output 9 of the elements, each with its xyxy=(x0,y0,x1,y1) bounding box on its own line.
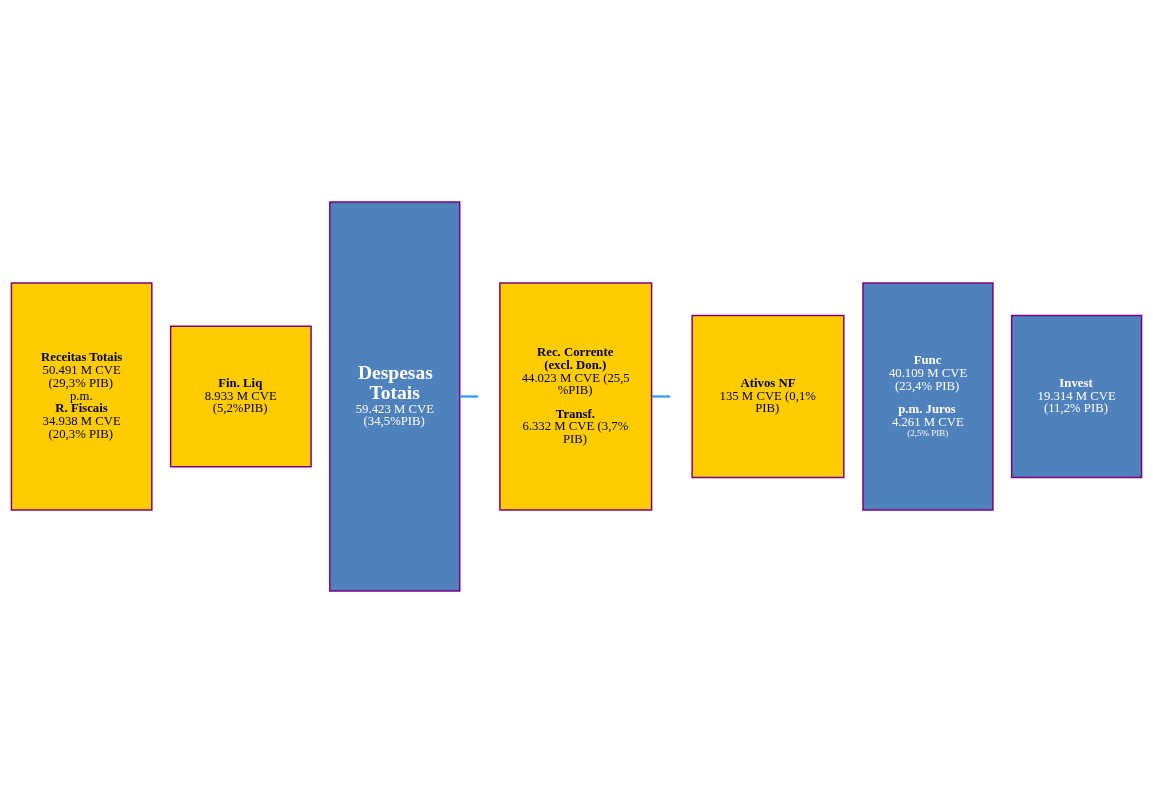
node-box: Ativos NF 135 M CVE (0,1% PIB) xyxy=(691,314,845,478)
node-box: Func 40.109 M CVE (23,4% PIB) p.m. Juros 4.261 M CVE (2,5% PIB) xyxy=(862,281,994,511)
node-box: Fin. Liq 8.933 M CVE (5,2%PIB) xyxy=(169,325,312,467)
node-box: Invest 19.314 M CVE (11,2% PIB) xyxy=(1010,314,1143,478)
node-box: Rec. Corrente (excl. Don.) 44.023 M CVE (25,5 %PIB) Transf. 6.332 M CVE (3,7% PIB) xyxy=(499,281,653,511)
connector xyxy=(651,394,671,398)
node-box: Despesas Totais 59.423 M CVE (34,5%PIB) xyxy=(329,200,461,592)
connector xyxy=(459,394,479,398)
node-box: Receitas Totais 50.491 M CVE (29,3% PIB) p.m. R. Fiscais 34.938 M CVE (20,3% PIB) xyxy=(10,281,153,511)
